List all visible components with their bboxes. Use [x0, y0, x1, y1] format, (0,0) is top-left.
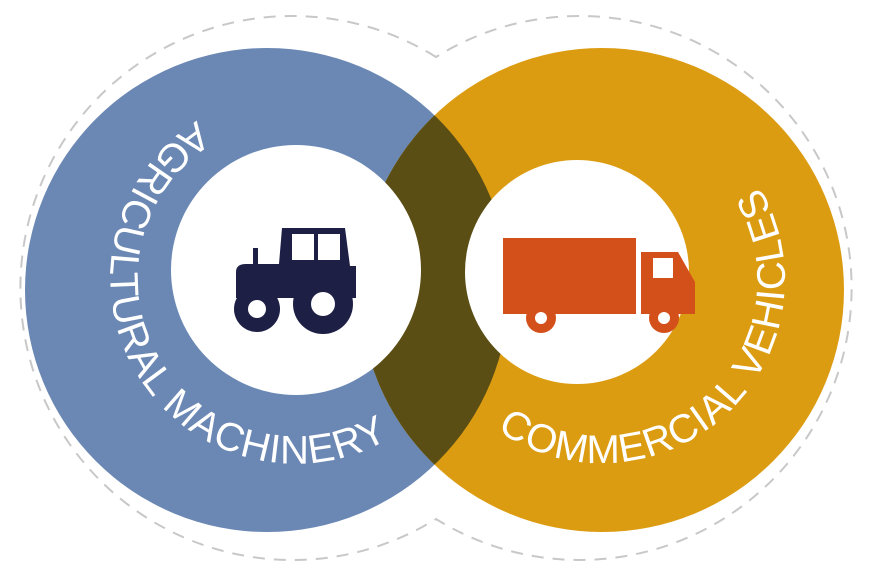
truck-icon — [503, 238, 695, 333]
tractor-icon — [234, 228, 356, 334]
dashed-outline — [19, 15, 853, 561]
